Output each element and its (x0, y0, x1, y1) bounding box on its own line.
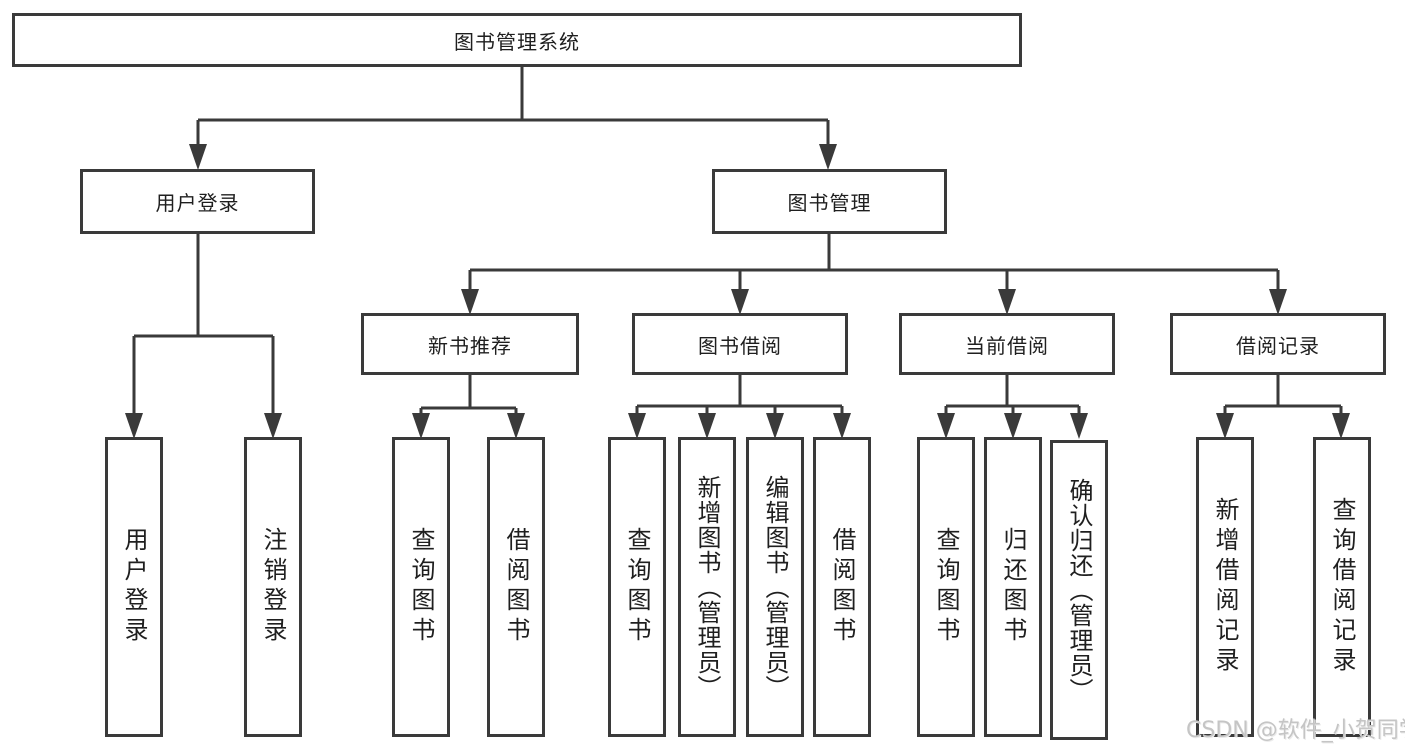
leaf-edit-book-admin: 编辑图书（管理员） (746, 437, 804, 737)
leaf-borrow-books-borrow-label: 借阅图书 (828, 527, 856, 647)
leaf-query-books-current-label: 查询图书 (932, 527, 960, 647)
node-user-login: 用户登录 (80, 169, 315, 234)
leaf-query-books-borrow: 查询图书 (608, 437, 666, 737)
leaf-borrow-books-borrow: 借阅图书 (813, 437, 871, 737)
leaf-return-book-label: 归还图书 (999, 527, 1027, 647)
node-borrow-records: 借阅记录 (1170, 313, 1386, 375)
node-book-management: 图书管理 (712, 169, 947, 234)
node-new-book-recommend: 新书推荐 (361, 313, 579, 375)
node-library-system: 图书管理系统 (12, 13, 1022, 67)
leaf-confirm-return-admin: 确认归还（管理员） (1050, 440, 1108, 740)
leaf-query-books-borrow-label: 查询图书 (623, 527, 651, 647)
leaf-add-book-admin-label: 新增图书（管理员） (693, 474, 721, 700)
node-new-book-recommend-label: 新书推荐 (428, 333, 512, 358)
leaf-query-borrow-record-label: 查询借阅记录 (1328, 497, 1356, 677)
node-current-borrow-label: 当前借阅 (965, 333, 1049, 358)
leaf-logout: 注销登录 (244, 437, 302, 737)
node-book-borrow-label: 图书借阅 (698, 333, 782, 358)
node-current-borrow: 当前借阅 (899, 313, 1115, 375)
leaf-query-books-recommend: 查询图书 (392, 437, 450, 737)
node-library-system-label: 图书管理系统 (454, 29, 580, 54)
arrow-down-icons (125, 144, 1350, 439)
leaf-query-books-recommend-label: 查询图书 (407, 527, 435, 647)
leaf-logout-label: 注销登录 (259, 527, 287, 647)
csdn-watermark: CSDN @软件_小贺同学 (1186, 718, 1405, 743)
leaf-borrow-books-recommend-label: 借阅图书 (502, 527, 530, 647)
leaf-query-borrow-record: 查询借阅记录 (1313, 437, 1371, 737)
node-book-borrow: 图书借阅 (632, 313, 848, 375)
node-user-login-label: 用户登录 (155, 191, 240, 215)
leaf-confirm-return-admin-label: 确认归还（管理员） (1065, 477, 1093, 703)
leaf-borrow-books-recommend: 借阅图书 (487, 437, 545, 737)
node-book-management-label: 图书管理 (787, 191, 872, 215)
leaf-add-book-admin: 新增图书（管理员） (678, 437, 736, 737)
leaf-add-borrow-record-label: 新增借阅记录 (1211, 497, 1239, 677)
leaf-edit-book-admin-label: 编辑图书（管理员） (761, 474, 789, 700)
leaf-add-borrow-record: 新增借阅记录 (1196, 437, 1254, 737)
leaf-user-login: 用户登录 (105, 437, 163, 737)
leaf-user-login-label: 用户登录 (120, 527, 148, 647)
leaf-query-books-current: 查询图书 (917, 437, 975, 737)
node-borrow-records-label: 借阅记录 (1236, 333, 1320, 358)
leaf-return-book: 归还图书 (984, 437, 1042, 737)
